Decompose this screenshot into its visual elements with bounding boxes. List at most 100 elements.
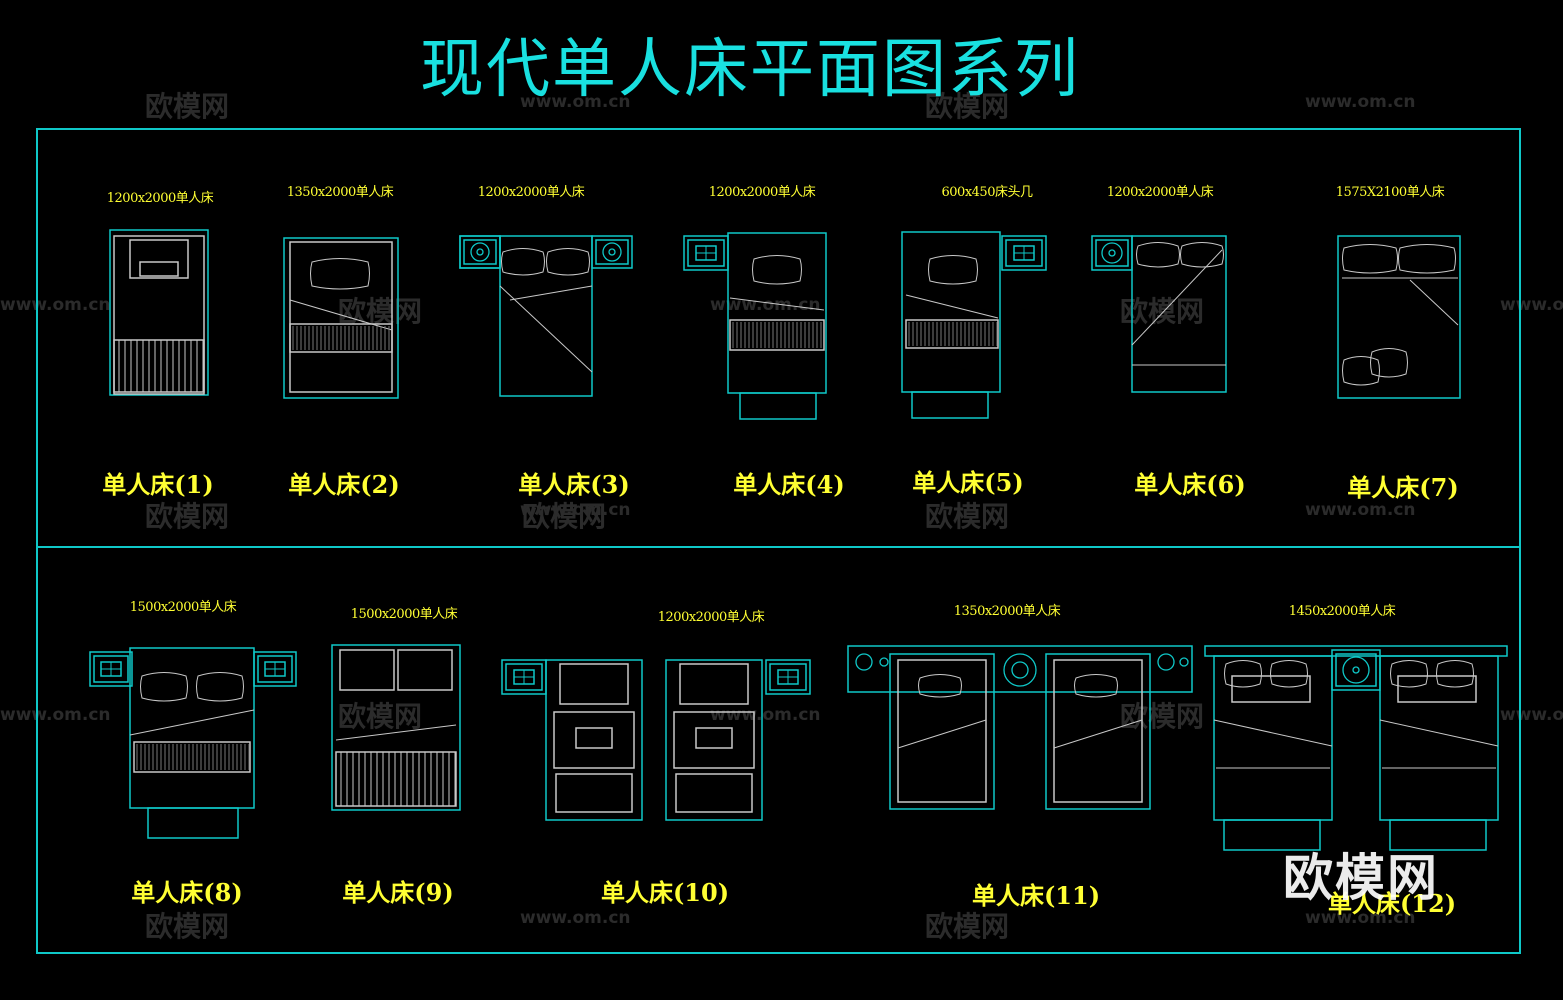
bed-10b-blanket <box>673 711 755 769</box>
pillow <box>546 248 590 276</box>
spec-bed-4: 1200x2000单人床 <box>708 185 816 200</box>
pillow <box>1370 348 1408 378</box>
lamp-icon <box>1352 666 1360 674</box>
pillow <box>1270 660 1308 688</box>
watermark-brand: 欧模网 <box>338 700 423 733</box>
label-bed-9: 单人床(9) <box>342 878 454 907</box>
pillow <box>501 248 545 276</box>
spec-bed-2: 1350x2000单人床 <box>286 185 394 200</box>
label-bed-4: 单人床(4) <box>733 470 845 499</box>
label-bed-11: 单人床(11) <box>971 881 1101 910</box>
blanket-fold <box>1213 719 1333 747</box>
watermark-brand: 欧模网 <box>145 90 230 123</box>
bed-runner <box>289 323 393 353</box>
watermark-brand: 欧模网 <box>145 500 230 533</box>
bench <box>1389 819 1487 851</box>
bed-11a-mattress <box>897 659 987 803</box>
nightstand <box>459 235 501 269</box>
pillow <box>1224 660 1262 688</box>
bed-10b-frame <box>665 659 763 821</box>
watermark-url: www.om.cn <box>1305 500 1416 520</box>
nightstand <box>89 651 133 687</box>
pillow <box>1390 660 1428 688</box>
bed-10a-blanket <box>553 711 635 769</box>
label-bed-10: 单人床(10) <box>600 878 730 907</box>
pillow <box>1436 660 1474 688</box>
bed-8-frame <box>129 647 255 809</box>
pillow <box>918 674 962 698</box>
lamp-icon <box>1342 656 1370 684</box>
pillow <box>196 672 244 702</box>
watermark-url: www.om.cn <box>1305 908 1416 928</box>
spec-bed-3: 1200x2000单人床 <box>477 185 585 200</box>
nightstand-top <box>505 663 543 691</box>
nightstand-top <box>463 239 497 265</box>
watermark-brand: 欧模网 <box>925 500 1010 533</box>
blanket-fold <box>905 294 999 319</box>
nightstand-top <box>1005 239 1043 267</box>
nightstand-top <box>687 239 725 267</box>
pillow <box>1180 242 1224 268</box>
bed-1-mattress <box>113 235 205 395</box>
bed-3-frame <box>499 235 593 397</box>
watermark-url: www.om.cn <box>1305 92 1416 112</box>
watermark-brand: 欧模网 <box>925 910 1010 943</box>
watermark-url: www.om.cn <box>0 295 111 315</box>
lamp-icon <box>602 242 622 262</box>
blanket-fold <box>129 709 255 736</box>
lamp-icon <box>470 242 490 262</box>
nightstand <box>1091 235 1133 271</box>
bench <box>1223 819 1321 851</box>
bed-10b-pillow-small <box>695 727 733 749</box>
watermark-brand: 欧模网 <box>1120 700 1205 733</box>
page-title: 现代单人床平面图系列 <box>420 33 1080 107</box>
bed-12a-pillow-long <box>1231 675 1311 703</box>
bed-11b-mattress <box>1053 659 1143 803</box>
pillow <box>1398 244 1456 274</box>
bed-2-frame <box>283 237 399 399</box>
watermark-url: www.om.cn <box>1500 705 1563 725</box>
bed-3-left-stand <box>459 235 501 269</box>
bed-11a-frame <box>889 653 995 810</box>
bed-runner <box>729 319 825 351</box>
nightstand-top <box>93 655 129 683</box>
label-bed-7: 单人床(7) <box>1347 473 1459 502</box>
watermark-url: www.om.cn <box>710 705 821 725</box>
watermark-url: www.om.cn <box>1500 295 1563 315</box>
bed-9-frame <box>331 644 461 811</box>
label-bed-5: 单人床(5) <box>912 468 1024 497</box>
bed-9-pillow-right <box>397 649 453 691</box>
pillow <box>1342 244 1398 274</box>
lamp-icon <box>1003 653 1037 687</box>
bench <box>147 807 239 839</box>
blanket-fold <box>1131 249 1223 346</box>
label-bed-2: 单人床(2) <box>288 470 400 499</box>
bed-7-frame <box>1337 235 1461 399</box>
spec-bed-5: 600x450床头几 <box>941 185 1033 200</box>
bench <box>739 392 817 420</box>
lamp-icon <box>608 248 616 256</box>
bed-12-headboard <box>1204 645 1508 657</box>
watermark-brand: 欧模网 <box>522 500 607 533</box>
bed-runner <box>335 751 457 807</box>
watermark-url: www.om.cn <box>0 705 111 725</box>
pillow <box>310 258 370 290</box>
nightstand-top <box>769 663 807 691</box>
lamp-icon <box>855 653 873 671</box>
bed-runner <box>113 339 205 393</box>
pillow <box>1342 356 1380 386</box>
bed-10b-rug <box>675 773 753 813</box>
watermark-brand: 欧模网 <box>338 295 423 328</box>
lamp-icon <box>1108 249 1116 257</box>
label-bed-3: 单人床(3) <box>518 470 630 499</box>
spec-bed-7: 1575X2100单人床 <box>1335 185 1445 200</box>
watermark-brand: 欧模网 <box>1120 295 1205 328</box>
bed-2-mattress <box>289 241 393 393</box>
row-divider <box>36 546 1521 548</box>
blanket-fold <box>1053 719 1143 749</box>
bed-10a-rug <box>555 773 633 813</box>
pillow <box>1074 674 1118 698</box>
blanket-fold <box>499 285 593 373</box>
watermark-brand: 欧模网 <box>925 90 1010 123</box>
